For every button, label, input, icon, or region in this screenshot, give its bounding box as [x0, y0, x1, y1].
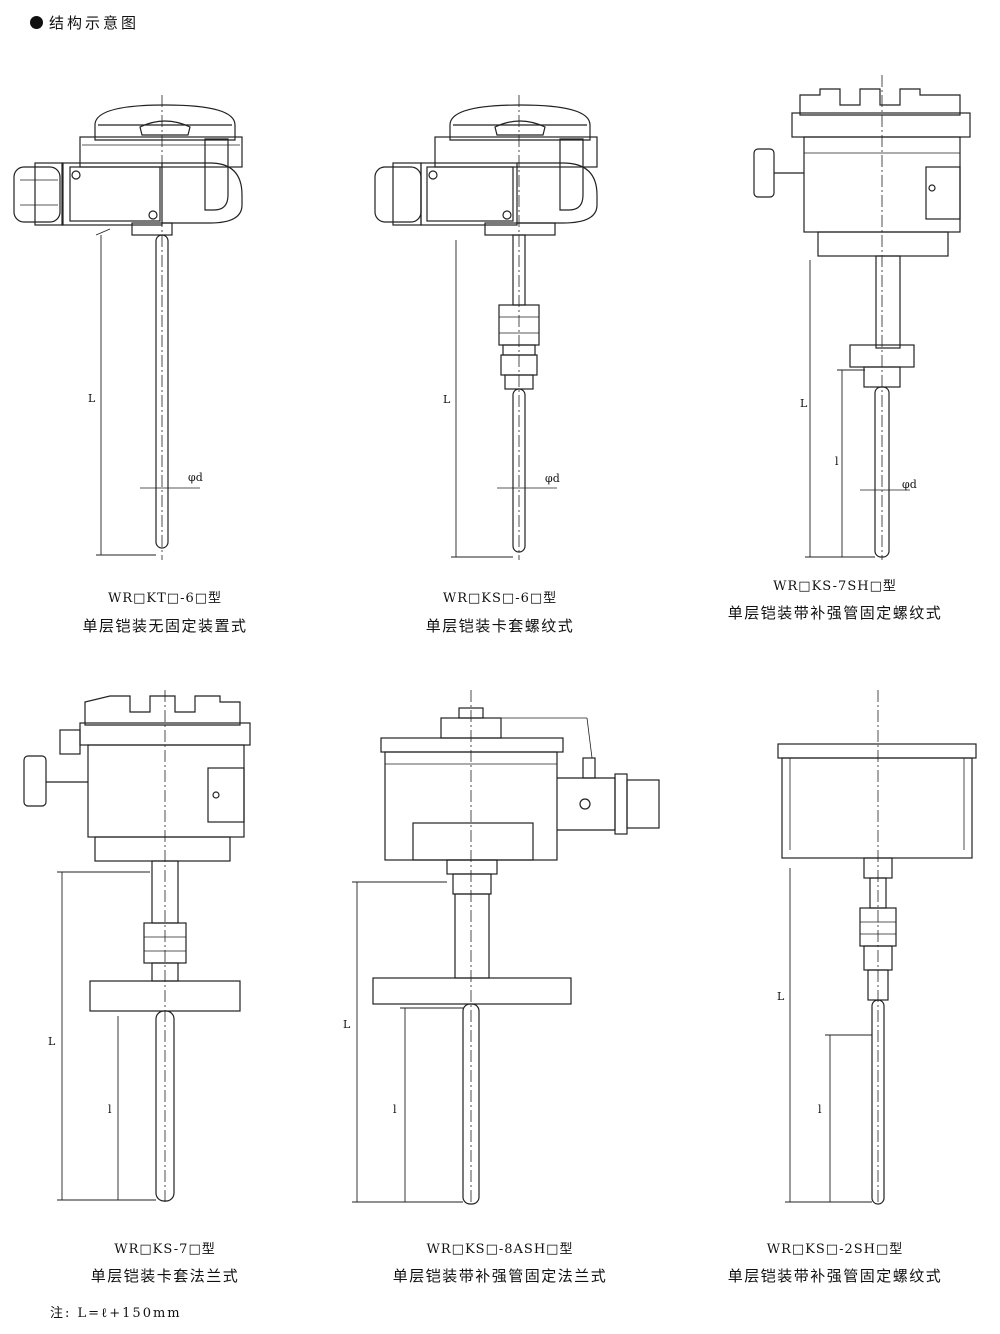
figure-1-drawing — [13, 95, 243, 560]
figure-5-drawing — [352, 690, 660, 1205]
figure-3-dim-length: L — [800, 397, 808, 410]
figure-5-model: WR□KS□-8ASH□型 — [426, 1242, 574, 1257]
figure-2-description: 单层铠装卡套螺纹式 — [425, 617, 575, 635]
figure-6-description: 单层铠装带补强管固定螺纹式 — [727, 1267, 943, 1285]
bullet-dot-icon — [30, 16, 43, 29]
figure-2-model: WR□KS□-6□型 — [442, 591, 558, 606]
figure-4-dim-insert: l — [108, 1103, 112, 1116]
figure-2-drawing — [374, 95, 598, 560]
figure-3-dim-insert: l — [835, 455, 839, 468]
figure-6-model: WR□KS□-2SH□型 — [766, 1242, 904, 1257]
figure-1-description: 单层铠装无固定装置式 — [82, 617, 248, 635]
footnote: 注: L=ℓ+150mm — [50, 1306, 182, 1321]
section-header: 结构示意图 — [30, 12, 139, 33]
figure-1-model: WR□KT□-6□型 — [107, 591, 223, 606]
figure-5-dim-length: L — [343, 1018, 351, 1031]
figure-3-model: WR□KS-7SH□型 — [773, 579, 897, 594]
figure-4: L l WR□KS-7□型 单层铠装卡套法兰式 — [0, 690, 330, 1300]
figure-6-dim-length: L — [777, 990, 785, 1003]
figure-5-description: 单层铠装带补强管固定法兰式 — [392, 1267, 608, 1285]
figure-3-dim-diameter: φd — [902, 478, 917, 491]
figure-5: L l WR□KS□-8ASH□型 单层铠装带补强管固定法兰式 — [335, 690, 665, 1300]
figure-3: L l φd WR□KS-7SH□型 单层铠装带补强管固定螺纹式 — [670, 75, 1000, 645]
figure-3-drawing — [753, 75, 971, 560]
figure-4-model: WR□KS-7□型 — [114, 1242, 216, 1257]
figure-2-dim-diameter: φd — [545, 472, 560, 485]
figure-3-description: 单层铠装带补强管固定螺纹式 — [727, 604, 943, 622]
figure-5-dim-insert: l — [393, 1103, 397, 1116]
figure-1: L φd WR□KT□-6□型 单层铠装无固定装置式 — [0, 95, 330, 645]
figure-6: L l WR□KS□-2SH□型 单层铠装带补强管固定螺纹式 — [670, 690, 1000, 1300]
figure-6-drawing — [777, 690, 977, 1205]
figure-2: L φd WR□KS□-6□型 单层铠装卡套螺纹式 — [335, 95, 665, 645]
figure-6-dim-insert: l — [818, 1103, 822, 1116]
figure-2-dim-length: L — [443, 393, 451, 406]
figure-4-dim-length: L — [48, 1035, 56, 1048]
section-title: 结构示意图 — [49, 14, 140, 32]
figure-1-dim-length: L — [88, 392, 96, 405]
figure-1-dim-diameter: φd — [188, 471, 203, 484]
figure-4-description: 单层铠装卡套法兰式 — [90, 1267, 240, 1285]
figure-4-drawing — [23, 690, 251, 1205]
